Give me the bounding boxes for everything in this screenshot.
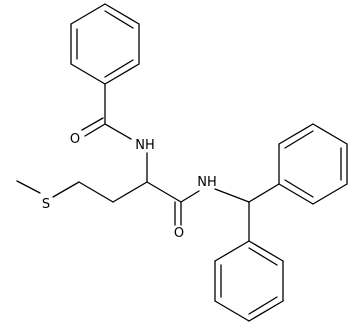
bottom-phenyl-ring [214, 240, 284, 322]
benzhydryl-bonds [214, 183, 280, 242]
right-phenyl-ring [278, 123, 348, 205]
benzoyl-phenyl-ring [70, 3, 140, 85]
atom-label-oxygen-benzoyl: O [70, 132, 80, 147]
atom-label-nh-benzhydryl: NH [197, 175, 217, 190]
atom-label-oxygen-main: O [174, 226, 184, 241]
atom-label-sulfur: S [42, 197, 50, 212]
atom-label-nh-benzoyl: NH [135, 138, 155, 153]
backbone-bonds [16, 152, 200, 226]
benzoyl-carbonyl-bonds [81, 83, 132, 140]
